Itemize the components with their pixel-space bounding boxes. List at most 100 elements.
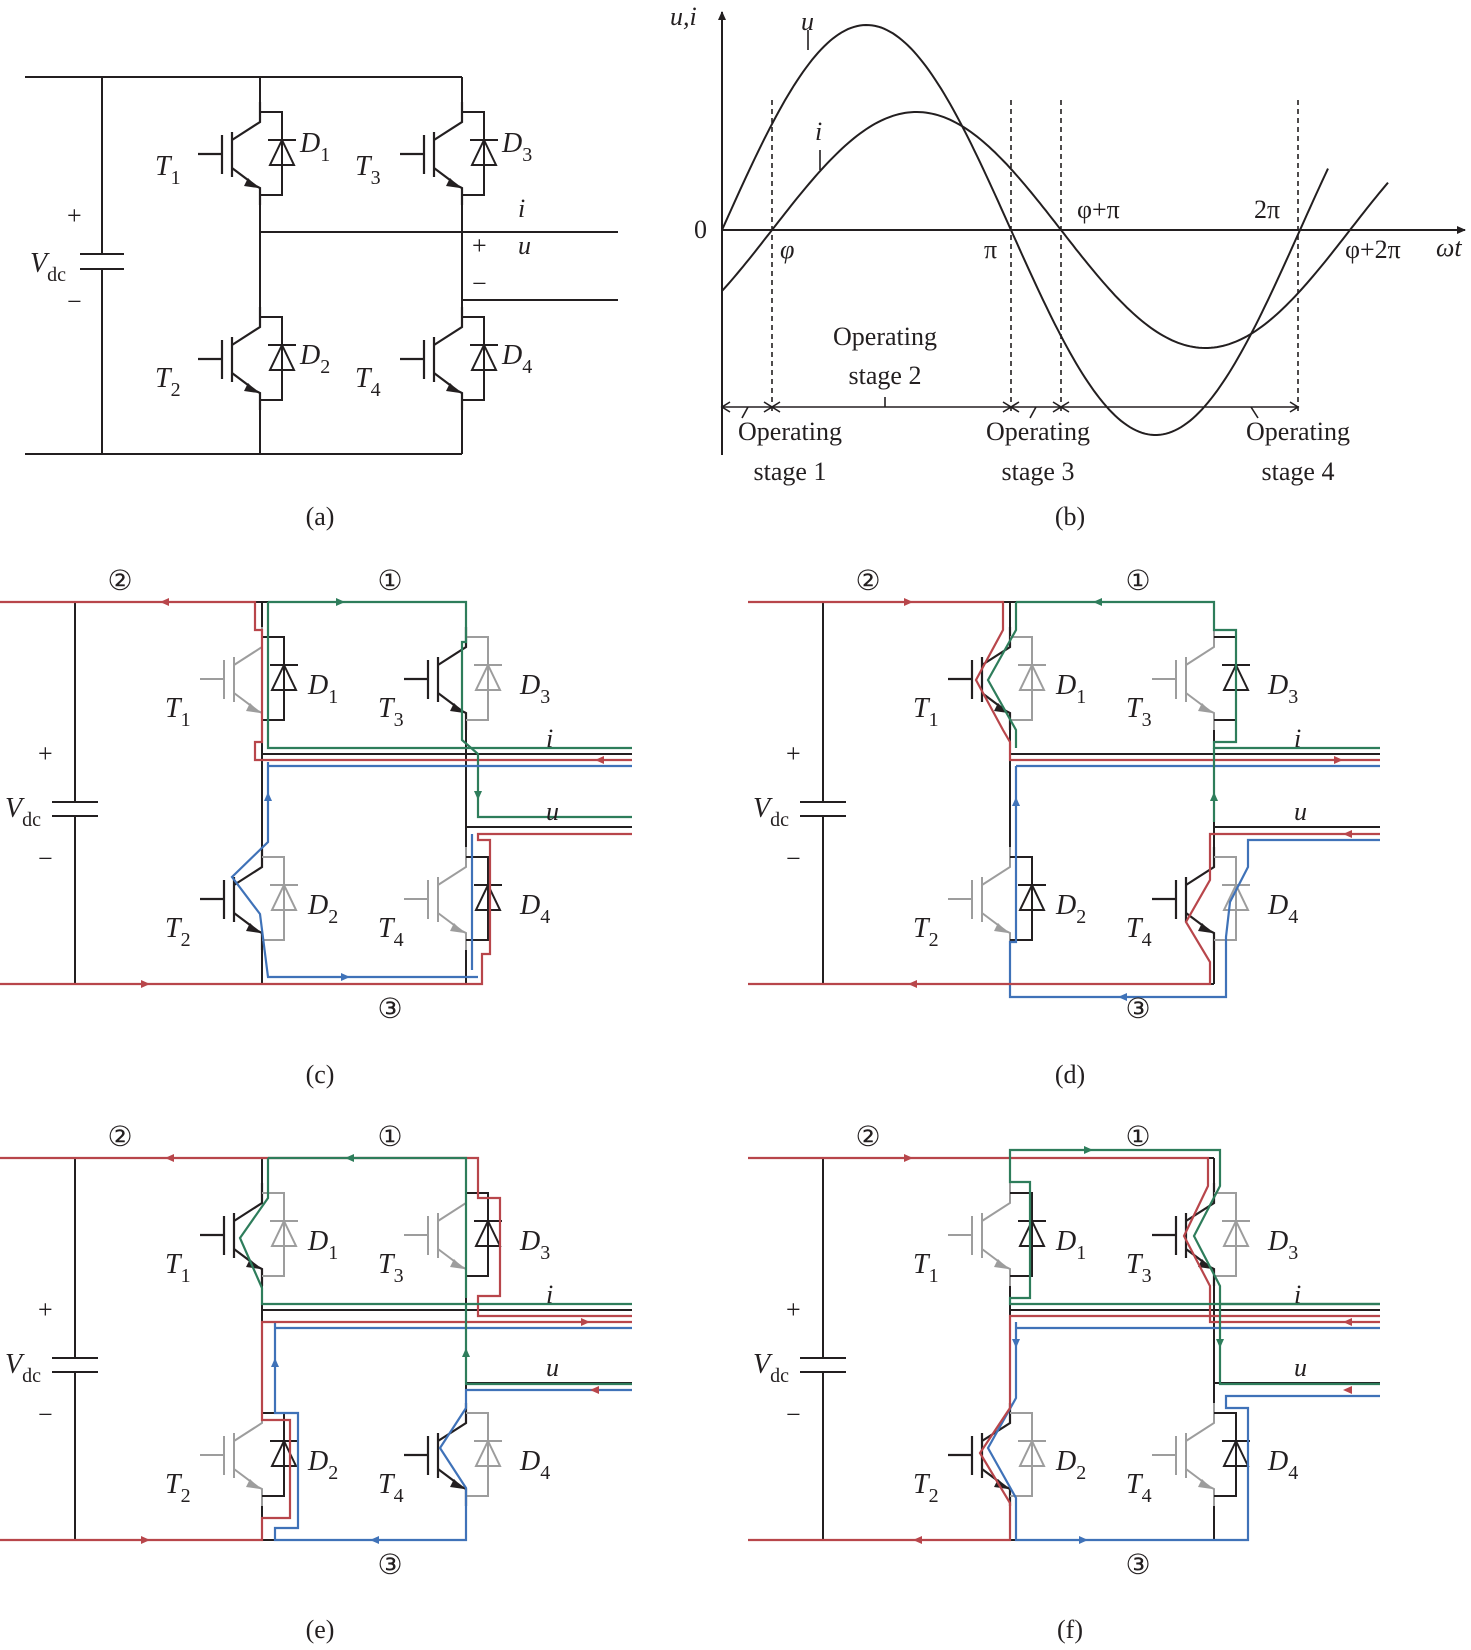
igbt-icon (198, 307, 262, 410)
minus-sign: − (786, 844, 801, 873)
current-arrow-icon (1079, 1536, 1088, 1544)
diode-icon (1010, 636, 1046, 721)
caption-d: (d) (1055, 1060, 1085, 1089)
D1-label: D1 (1055, 1226, 1086, 1264)
T3-cell (1152, 1183, 1250, 1286)
current-arrow-icon (462, 1348, 470, 1357)
y-axis-label: u,i (670, 2, 697, 31)
T2-label: T2 (913, 1469, 939, 1507)
current-arrow-icon (590, 1386, 599, 1394)
plus-sign: + (67, 201, 82, 230)
igbt-icon (948, 1403, 1012, 1506)
current-arrow-icon (141, 980, 150, 988)
T3-label: T3 (378, 1249, 404, 1287)
D4-label: D4 (501, 340, 532, 378)
minus-sign: − (38, 1400, 53, 1429)
T3-cell (1152, 627, 1250, 730)
T2-cell (198, 307, 296, 410)
x-axis-label: ωt (1436, 233, 1462, 262)
pi-label: π (984, 235, 997, 264)
diode-icon (1010, 1412, 1046, 1497)
wiring (748, 1157, 1380, 1541)
current-arrow-icon (1343, 1318, 1352, 1326)
u-label: u (1294, 797, 1307, 826)
diode-icon (262, 1192, 298, 1277)
igbt-icon (198, 102, 262, 205)
igbt-icon (1152, 627, 1215, 730)
diode-icon (462, 316, 498, 401)
T2-cell (948, 847, 1046, 950)
current-arrow-icon (271, 1358, 279, 1367)
T1-label: T1 (165, 693, 191, 731)
D3-label: D3 (519, 1226, 550, 1264)
T4-label: T4 (378, 1469, 404, 1507)
vdc-label: Vdc (753, 1349, 789, 1387)
T2-cell (200, 1403, 298, 1506)
diode-icon (260, 316, 296, 401)
i-curve-label: i (815, 117, 822, 146)
diode-icon (260, 111, 296, 196)
D2-label: D2 (299, 340, 330, 378)
loop3-label: ③ (1125, 994, 1150, 1025)
loop1-label: ① (377, 566, 402, 597)
igbt-icon (948, 627, 1012, 730)
current-arrow-icon (341, 973, 350, 981)
current-arrow-icon (336, 598, 345, 606)
current-arrow-icon (1343, 830, 1352, 838)
wiring (0, 601, 632, 985)
caption-e: (e) (306, 1615, 335, 1644)
minus-sign: − (38, 844, 53, 873)
igbt-icon (1152, 1183, 1216, 1286)
T1-cell (198, 102, 296, 205)
T1-label: T1 (165, 1249, 191, 1287)
loop1-label: ① (1125, 1122, 1150, 1153)
T3-label: T3 (355, 151, 381, 189)
T1-label: T1 (913, 693, 939, 731)
diode-icon (262, 1412, 298, 1497)
T2-cell (948, 1403, 1046, 1506)
T2-label: T2 (165, 913, 191, 951)
output-plus: + (472, 231, 487, 260)
caption-c: (c) (306, 1060, 335, 1089)
igbt-icon (1152, 847, 1216, 950)
origin-label: 0 (694, 215, 707, 244)
diode-icon (466, 856, 502, 941)
current-arrow-icon (908, 980, 917, 988)
wiring (0, 1157, 632, 1541)
diode-icon (262, 636, 298, 721)
current-arrow-icon (581, 1318, 590, 1326)
caption-f: (f) (1057, 1615, 1083, 1644)
plus-sign: + (38, 1295, 53, 1324)
igbt-icon (400, 102, 464, 205)
D1-label: D1 (299, 128, 330, 166)
current-arrow-icon (1334, 756, 1343, 764)
T1-label: T1 (155, 151, 181, 189)
i-label: i (518, 194, 525, 223)
D3-label: D3 (519, 670, 550, 708)
D1-label: D1 (307, 670, 338, 708)
igbt-icon (948, 847, 1011, 950)
diode-icon (466, 1192, 502, 1277)
i-label: i (1294, 724, 1301, 753)
D3-label: D3 (1267, 1226, 1298, 1264)
T1-label: T1 (913, 1249, 939, 1287)
vdc-label: Vdc (30, 248, 66, 286)
current-arrow-icon (264, 792, 272, 801)
T1-cell (200, 1183, 298, 1286)
vdc-label: Vdc (753, 793, 789, 831)
minus-sign: − (67, 287, 82, 316)
vdc-label: Vdc (5, 793, 41, 831)
T4-label: T4 (1126, 913, 1152, 951)
loop3-label: ③ (1125, 1550, 1150, 1581)
current-arrow-icon (1084, 1146, 1093, 1154)
i-current-curve (721, 111, 1389, 349)
loop2-label: ② (107, 1122, 132, 1153)
D4-label: D4 (519, 1446, 550, 1484)
current-paths (748, 598, 1380, 1001)
diode-icon (1214, 1192, 1250, 1277)
T3-cell (400, 102, 498, 205)
